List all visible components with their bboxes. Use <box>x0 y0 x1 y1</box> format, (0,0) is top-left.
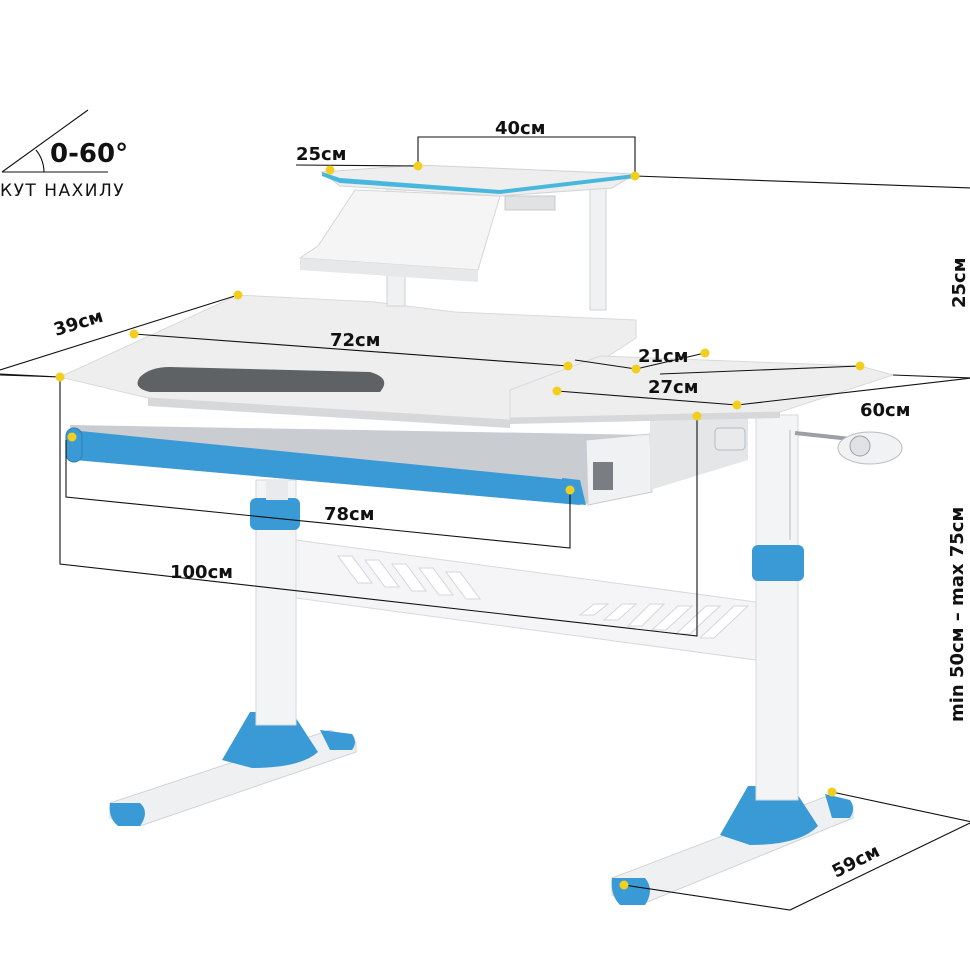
dimension-labels: 40см 25см 25см 39см 72см 21см 27см 60см … <box>51 118 970 882</box>
cross-beam <box>295 539 757 661</box>
desk-illustration <box>58 164 903 906</box>
dimension-lines <box>0 136 970 911</box>
side-width-line <box>556 390 738 406</box>
depth-left-tick <box>0 373 61 378</box>
shelf-depth-line <box>295 164 419 167</box>
label-shelf-depth: 25см <box>296 144 346 165</box>
tabletop-width-line <box>133 333 569 367</box>
left-foot <box>109 712 357 827</box>
measurement-dots <box>55 161 865 890</box>
angle-arc <box>35 149 45 173</box>
tabletop-main <box>58 294 637 428</box>
right-foot <box>611 786 854 906</box>
base-depth-line <box>623 791 970 911</box>
height-crank <box>714 427 903 465</box>
wrist-rest-pad <box>137 367 385 392</box>
drawer-width-line <box>65 440 571 549</box>
label-tabletop-width: 72см <box>330 330 380 351</box>
angle-caption: КУТ НАХИЛУ <box>0 181 125 201</box>
tabletop-depth-line <box>0 294 239 371</box>
angle-line-inclined <box>1 109 89 173</box>
right-leg <box>752 414 804 801</box>
label-total-width: 100см <box>170 562 233 583</box>
label-shelf-height: 25см <box>949 258 970 308</box>
left-leg <box>250 479 300 726</box>
top-shelf <box>298 164 637 311</box>
total-depth-line <box>736 377 970 406</box>
tilt-angle-indicator: 0-60° КУТ НАХИЛУ <box>0 109 128 201</box>
drawer <box>65 425 653 506</box>
label-total-depth: 60см <box>860 400 910 421</box>
side-depth-ext <box>574 359 637 370</box>
label-base-depth: 59см <box>829 841 883 883</box>
total-width-line <box>59 377 698 637</box>
label-drawer-width: 78см <box>324 504 374 525</box>
desk-top-right-line <box>892 374 970 379</box>
angle-value: 0-60° <box>50 139 128 169</box>
shelf-width-line <box>417 136 636 176</box>
label-side-width: 27см <box>648 377 698 398</box>
side-depth-line <box>635 352 706 370</box>
label-tabletop-depth: 39см <box>51 306 105 341</box>
label-shelf-width: 40см <box>495 118 545 139</box>
shelf-height-top-line <box>634 175 970 189</box>
label-side-depth: 21см <box>638 346 688 367</box>
label-height-range: min 50см – max 75см <box>947 507 968 722</box>
side-top-line <box>659 365 861 375</box>
